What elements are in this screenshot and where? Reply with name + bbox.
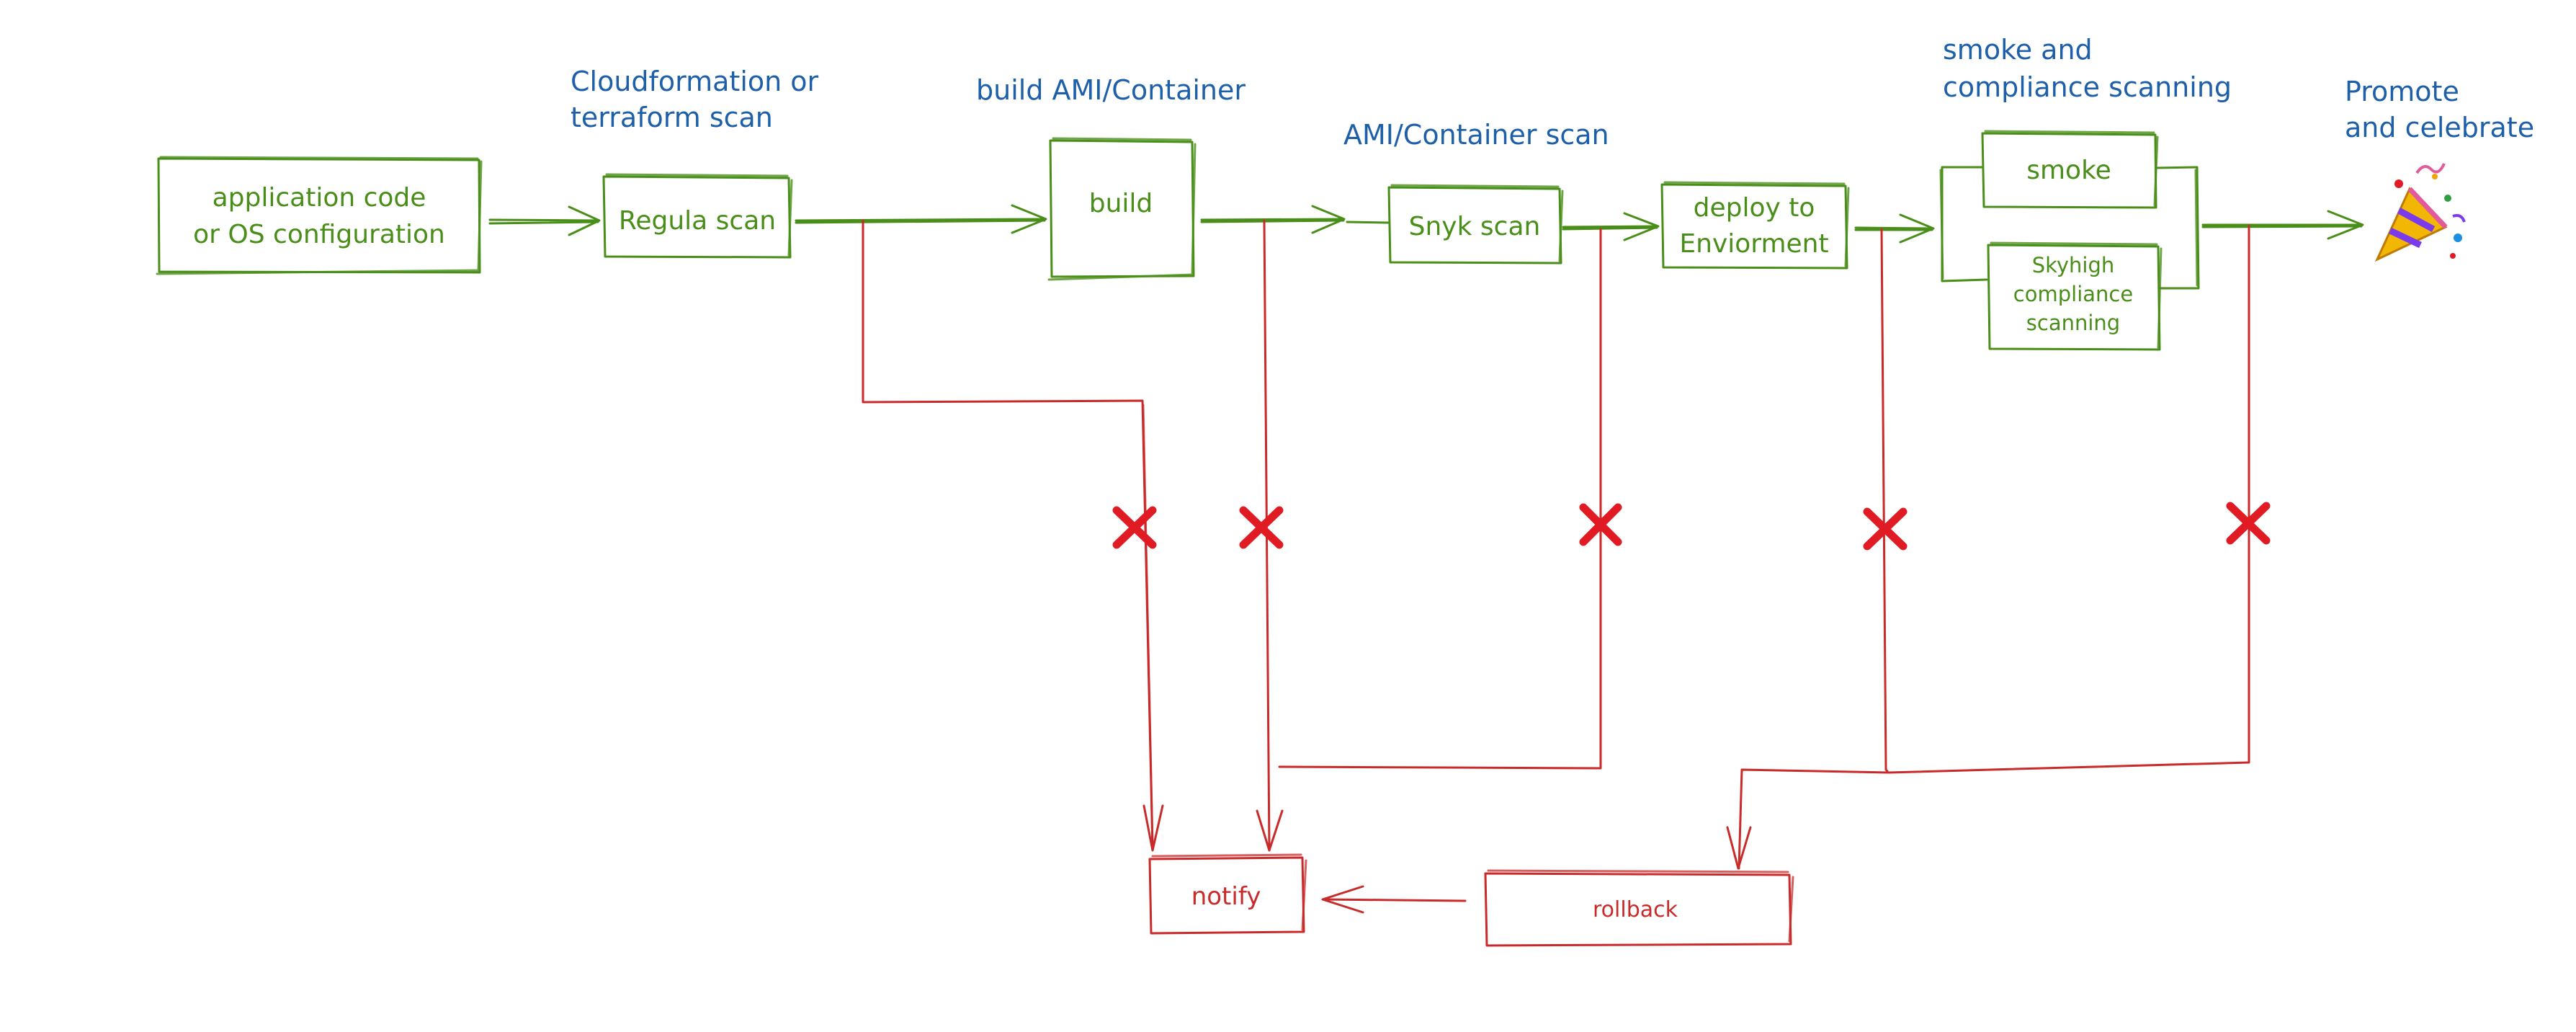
annotation-build: build AMI/Container — [976, 74, 1245, 106]
node-notify: notify — [1148, 853, 1307, 935]
party-popper-icon — [2374, 163, 2466, 262]
fail-mark-snyk — [1579, 503, 1622, 546]
node-skyhigh: Skyhigh compliance scanning — [1987, 241, 2163, 351]
annotation-iac-scan-line2: terraform scan — [571, 102, 773, 133]
arrow-regula-to-build — [795, 204, 1047, 234]
parallel-tests-bracket — [1939, 166, 2200, 290]
node-regula: Regula scan — [602, 173, 793, 259]
annotation-ami-scan: AMI/Container scan — [1343, 119, 1609, 151]
node-notify-label: notify — [1191, 882, 1261, 911]
annotation-promote-line1: Promote — [2345, 76, 2459, 107]
arrow-into-notify-left — [1142, 804, 1164, 852]
node-rollback-label: rollback — [1593, 897, 1678, 922]
annotation-promote-line2: and celebrate — [2345, 112, 2534, 143]
node-regula-label: Regula scan — [619, 206, 776, 236]
node-snyk: Snyk scan — [1346, 184, 1564, 264]
node-build: build — [1047, 137, 1197, 281]
failure-path-snyk — [1278, 228, 1602, 770]
fail-mark-regula — [1112, 506, 1157, 549]
annotation-smoke-compliance-line2: compliance scanning — [1943, 71, 2232, 103]
node-build-label: build — [1089, 189, 1153, 218]
arrow-into-rollback — [1726, 826, 1752, 870]
fail-mark-tests — [2226, 502, 2271, 545]
node-source: application code or OS configuration — [156, 156, 483, 275]
node-rollback: rollback — [1484, 869, 1794, 947]
arrow-into-notify-right — [1256, 809, 1284, 852]
node-skyhigh-label-line1: Skyhigh — [2032, 253, 2115, 277]
arrow-snyk-to-deploy — [1562, 212, 1660, 241]
annotation-iac-scan-line1: Cloudformation or — [571, 66, 819, 97]
arrow-rollback-to-notify — [1321, 885, 1467, 914]
failure-path-tests — [1738, 224, 2250, 870]
node-source-label-line2: or OS configuration — [193, 220, 445, 249]
failure-path-deploy — [1880, 228, 1889, 773]
annotation-smoke-compliance-line1: smoke and — [1943, 34, 2093, 66]
node-deploy: deploy to Enviorment — [1660, 181, 1850, 270]
node-skyhigh-label-line3: scanning — [2026, 311, 2120, 335]
arrow-deploy-to-tests — [1854, 213, 1935, 244]
fail-mark-build — [1239, 506, 1284, 549]
arrow-build-to-snyk — [1200, 205, 1346, 234]
node-snyk-label: Snyk scan — [1409, 212, 1541, 241]
node-smoke-label: smoke — [2026, 156, 2111, 185]
node-deploy-label-line2: Enviorment — [1679, 229, 1828, 259]
node-skyhigh-label-line2: compliance — [2013, 282, 2133, 306]
node-smoke: smoke — [1981, 130, 2159, 209]
failure-path-regula — [862, 219, 1154, 850]
node-deploy-label-line1: deploy to — [1694, 193, 1815, 223]
fail-mark-deploy — [1863, 507, 1908, 551]
node-source-label-line1: application code — [213, 183, 426, 213]
arrow-source-to-regula — [488, 205, 601, 236]
arrow-tests-to-celebrate — [2201, 210, 2364, 240]
